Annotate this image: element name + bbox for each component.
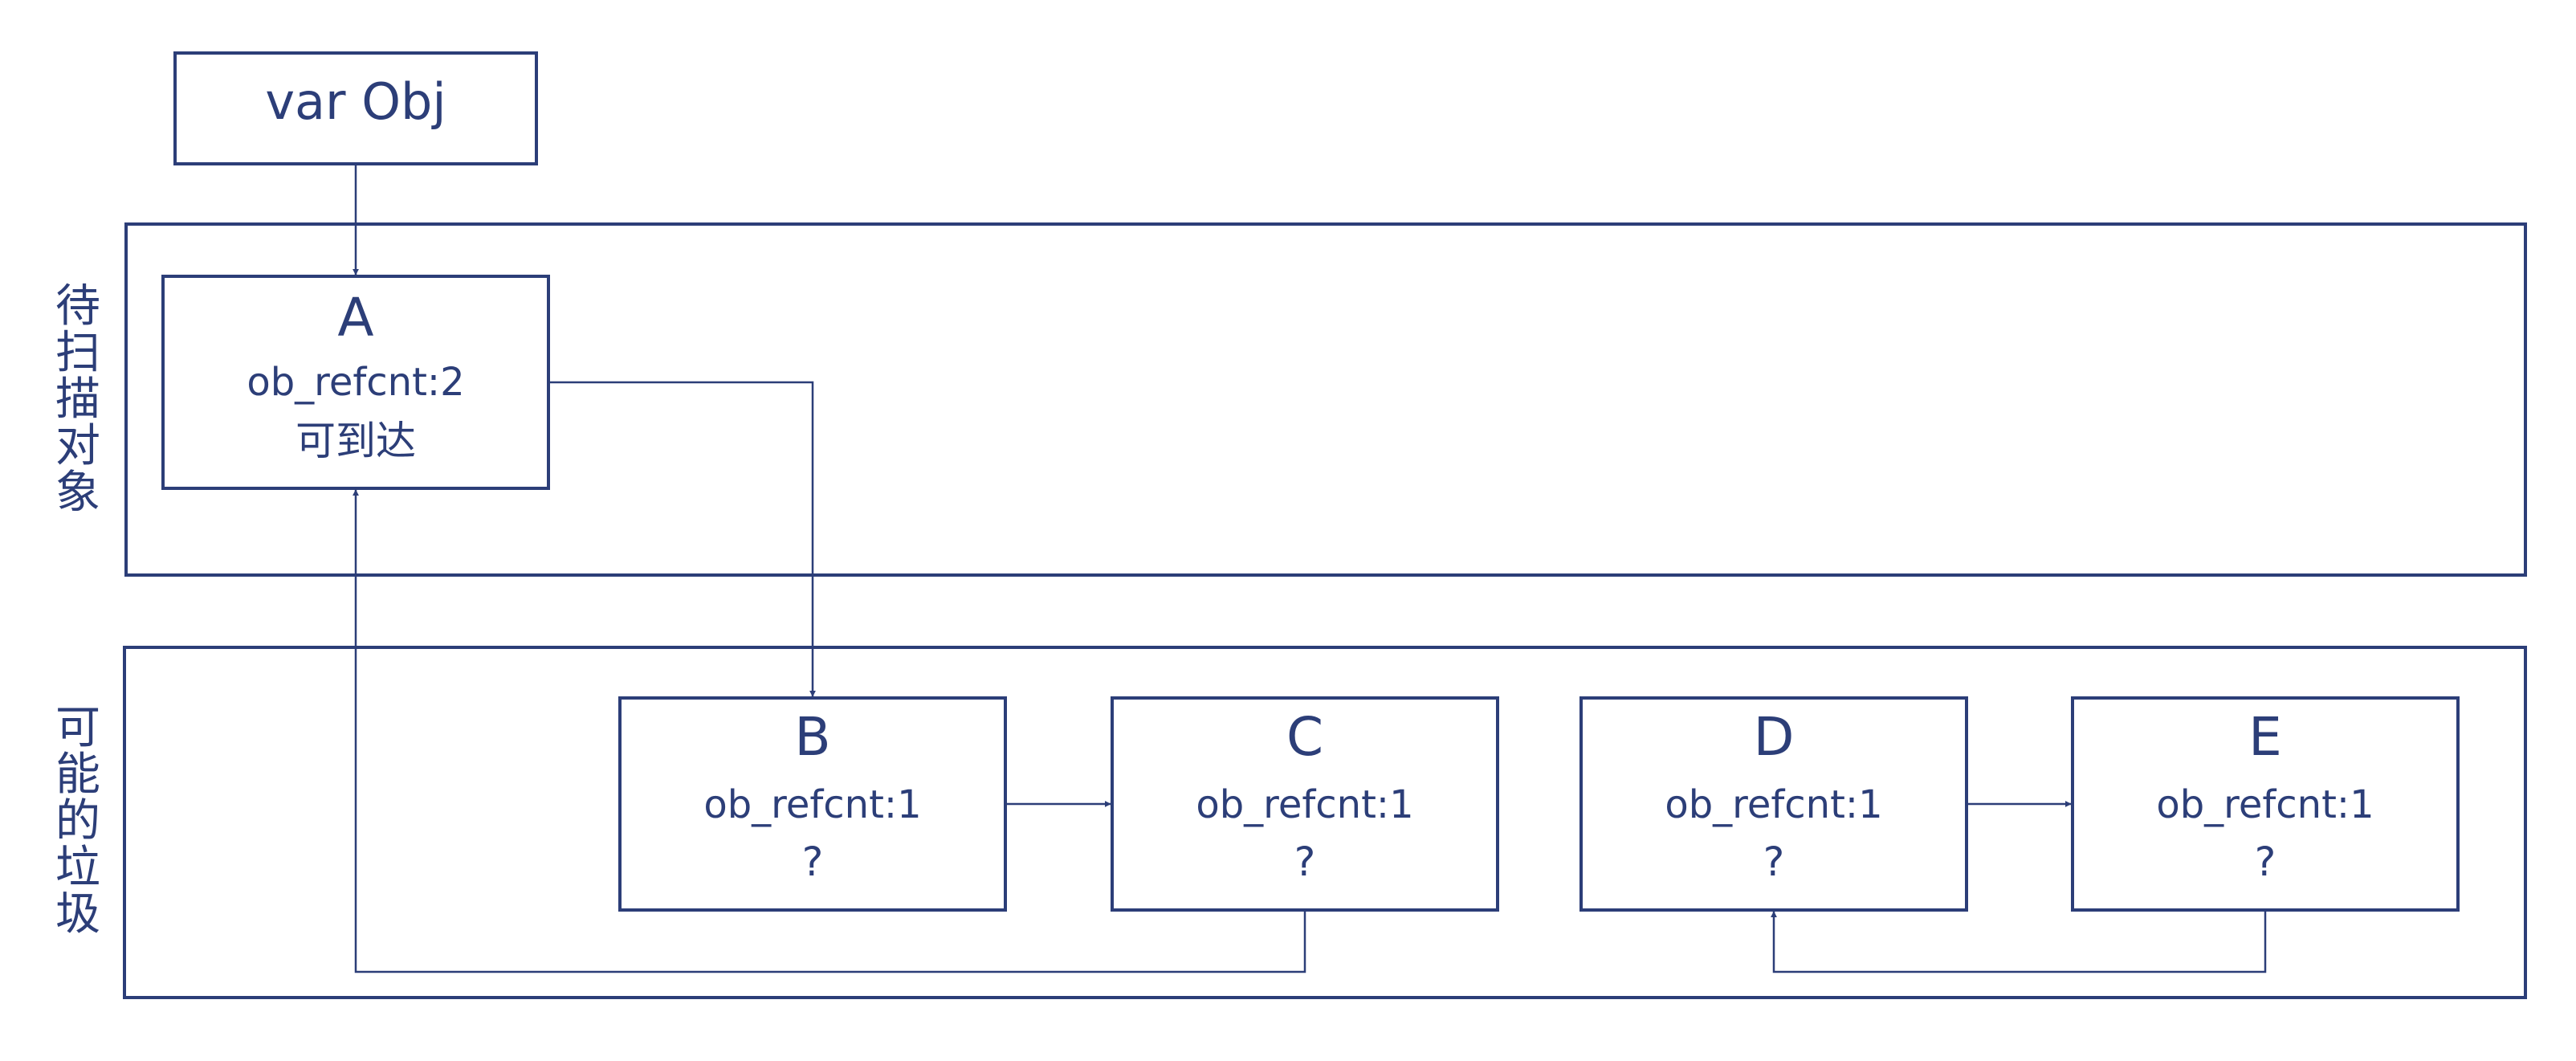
var-obj-label: var Obj — [265, 72, 446, 131]
pending-scan-label: 待 扫 描 对 象 — [55, 280, 100, 519]
garbage-label-char: 可 — [55, 702, 100, 754]
node-d-name: D — [1754, 706, 1795, 768]
node-e-name: E — [2248, 706, 2282, 768]
garbage-label-char: 圾 — [55, 888, 100, 941]
node-a-name: A — [337, 287, 373, 349]
node-a-refcnt: ob_refcnt:2 — [247, 360, 464, 405]
pending-scan-container — [124, 222, 2527, 577]
node-e-refcnt: ob_refcnt:1 — [2156, 782, 2374, 827]
garbage-label-char: 的 — [55, 795, 100, 847]
node-c: C ob_refcnt:1 ? — [1111, 696, 1499, 912]
garbage-label-char: 能 — [55, 749, 100, 801]
possible-garbage-label: 可 能 的 垃 圾 — [55, 702, 100, 941]
node-d: D ob_refcnt:1 ? — [1579, 696, 1968, 912]
edge-a-to-b — [548, 381, 816, 697]
node-b-name: B — [794, 706, 830, 768]
node-c-status: ? — [1294, 839, 1316, 885]
edge-e-to-d — [1771, 910, 2267, 973]
pending-label-char: 对 — [55, 420, 100, 472]
node-e: E ob_refcnt:1 ? — [2071, 696, 2460, 912]
pending-label-char: 象 — [55, 467, 100, 519]
node-e-status: ? — [2255, 839, 2276, 885]
garbage-label-char: 垃 — [55, 842, 100, 894]
var-obj-box: var Obj — [173, 51, 538, 165]
edge-c-to-a — [353, 489, 1306, 973]
pending-label-char: 描 — [55, 373, 100, 426]
possible-garbage-container — [123, 646, 2527, 999]
node-a-status: 可到达 — [296, 418, 416, 464]
node-c-refcnt: ob_refcnt:1 — [1196, 782, 1413, 827]
node-d-status: ? — [1763, 839, 1785, 885]
node-c-name: C — [1286, 706, 1323, 768]
node-b: B ob_refcnt:1 ? — [618, 696, 1007, 912]
node-a: A ob_refcnt:2 可到达 — [161, 275, 550, 490]
node-b-status: ? — [802, 839, 824, 885]
pending-label-char: 待 — [55, 280, 100, 333]
pending-label-char: 扫 — [55, 327, 100, 379]
node-d-refcnt: ob_refcnt:1 — [1665, 782, 1882, 827]
node-b-refcnt: ob_refcnt:1 — [703, 782, 921, 827]
